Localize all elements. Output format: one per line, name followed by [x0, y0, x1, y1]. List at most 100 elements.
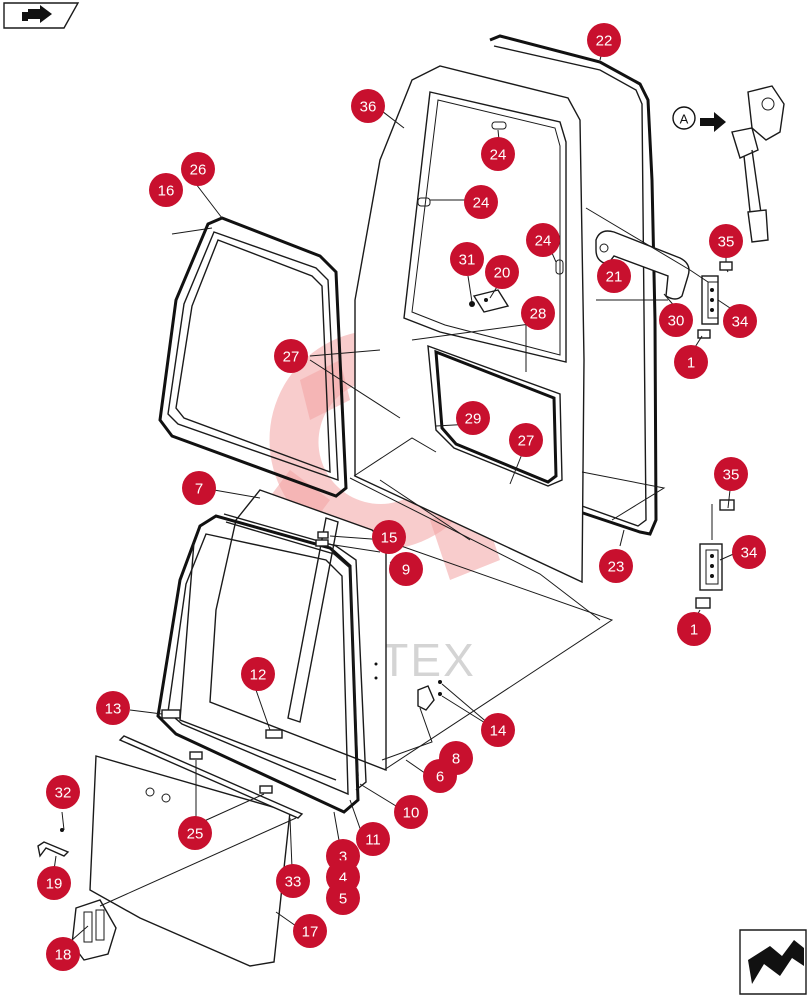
callout-12[interactable]: 12: [241, 657, 275, 691]
callout-badge[interactable]: [526, 223, 560, 257]
callout-label: 14: [490, 723, 507, 740]
callout-22[interactable]: 22: [587, 23, 621, 57]
callout-11[interactable]: 11: [356, 822, 390, 856]
callout-badge[interactable]: [714, 457, 748, 491]
callout-15[interactable]: 15: [372, 520, 406, 554]
callout-27b[interactable]: 27: [509, 423, 543, 457]
callout-21[interactable]: 21: [597, 259, 631, 293]
callout-27a[interactable]: 27: [274, 339, 308, 373]
callout-label: 19: [46, 876, 63, 893]
lower-handle: [71, 899, 117, 961]
callout-label: 35: [718, 234, 735, 251]
callout-badge[interactable]: [96, 691, 130, 725]
callout-badge[interactable]: [423, 759, 457, 793]
callout-17[interactable]: 17: [293, 914, 327, 948]
callout-badge[interactable]: [46, 937, 80, 971]
callout-32[interactable]: 32: [46, 775, 80, 809]
callout-badge[interactable]: [456, 401, 490, 435]
back-nav-icon[interactable]: [3, 2, 80, 29]
callout-label: 27: [518, 433, 535, 450]
callout-34b[interactable]: 34: [732, 535, 766, 569]
callout-20[interactable]: 20: [485, 255, 519, 289]
callout-badge[interactable]: [732, 535, 766, 569]
callout-label: 27: [283, 349, 300, 366]
callout-badge[interactable]: [37, 866, 71, 900]
callout-36[interactable]: 36: [351, 89, 385, 123]
callout-24a[interactable]: 24: [481, 137, 515, 171]
latch-part: [417, 680, 442, 711]
view-marker-label: A: [680, 112, 689, 127]
callout-badge[interactable]: [274, 339, 308, 373]
callout-7[interactable]: 7: [182, 471, 216, 505]
callout-badge[interactable]: [389, 552, 423, 586]
callout-badge[interactable]: [372, 520, 406, 554]
callout-badge[interactable]: [326, 881, 360, 915]
callout-label: 24: [490, 147, 507, 164]
view-marker: [672, 106, 696, 130]
callout-badge[interactable]: [674, 345, 708, 379]
callout-25[interactable]: 25: [178, 816, 212, 850]
callout-badge[interactable]: [46, 775, 80, 809]
callout-badge[interactable]: [677, 612, 711, 646]
callout-label: 4: [339, 870, 347, 887]
callout-label: 31: [459, 252, 476, 269]
callout-35b[interactable]: 35: [714, 457, 748, 491]
callout-badge[interactable]: [450, 242, 484, 276]
callout-badge[interactable]: [241, 657, 275, 691]
callout-label: 32: [55, 785, 72, 802]
callout-badge[interactable]: [276, 864, 310, 898]
callout-badge[interactable]: [182, 471, 216, 505]
callout-1a[interactable]: 1: [674, 345, 708, 379]
callout-badge[interactable]: [178, 816, 212, 850]
callout-badge[interactable]: [481, 137, 515, 171]
callout-5[interactable]: 5: [326, 881, 360, 915]
callout-badge[interactable]: [599, 549, 633, 583]
callout-26[interactable]: 26: [181, 152, 215, 186]
callout-24b[interactable]: 24: [464, 185, 498, 219]
callout-14[interactable]: 14: [481, 713, 515, 747]
callout-badge[interactable]: [481, 713, 515, 747]
callout-18[interactable]: 18: [46, 937, 80, 971]
callout-badge[interactable]: [351, 89, 385, 123]
callout-badge[interactable]: [659, 303, 693, 337]
callout-badge[interactable]: [597, 259, 631, 293]
callout-label: 1: [690, 622, 698, 639]
callout-33[interactable]: 33: [276, 864, 310, 898]
callout-badge[interactable]: [723, 304, 757, 338]
callout-9[interactable]: 9: [389, 552, 423, 586]
callout-badge[interactable]: [464, 185, 498, 219]
callout-label: 36: [360, 99, 377, 116]
callout-24c[interactable]: 24: [526, 223, 560, 257]
callout-label: 8: [452, 751, 460, 768]
vent-slot: [491, 121, 507, 130]
callout-badge[interactable]: [149, 173, 183, 207]
callout-badge[interactable]: [356, 822, 390, 856]
callout-28[interactable]: 28: [521, 296, 555, 330]
callout-34a[interactable]: 34: [723, 304, 757, 338]
callout-31[interactable]: 31: [450, 242, 484, 276]
callout-23[interactable]: 23: [599, 549, 633, 583]
callout-label: 11: [365, 832, 381, 849]
callout-label: 34: [732, 314, 749, 331]
callout-35a[interactable]: 35: [709, 224, 743, 258]
callout-badge[interactable]: [394, 795, 428, 829]
callout-badge[interactable]: [293, 914, 327, 948]
callout-badge[interactable]: [509, 423, 543, 457]
callout-1b[interactable]: 1: [677, 612, 711, 646]
callout-label: 7: [195, 481, 203, 498]
callout-badge[interactable]: [709, 224, 743, 258]
callout-badge[interactable]: [485, 255, 519, 289]
callout-badge[interactable]: [181, 152, 215, 186]
callout-29[interactable]: 29: [456, 401, 490, 435]
callout-30[interactable]: 30: [659, 303, 693, 337]
callout-19[interactable]: 19: [37, 866, 71, 900]
callout-label: 21: [606, 269, 623, 286]
callout-badge[interactable]: [521, 296, 555, 330]
callout-10[interactable]: 10: [394, 795, 428, 829]
callout-label: 1: [687, 355, 695, 372]
callout-6[interactable]: 6: [423, 759, 457, 793]
callout-13[interactable]: 13: [96, 691, 130, 725]
callout-16[interactable]: 16: [149, 173, 183, 207]
callout-badge[interactable]: [587, 23, 621, 57]
next-nav-icon[interactable]: [739, 929, 807, 995]
